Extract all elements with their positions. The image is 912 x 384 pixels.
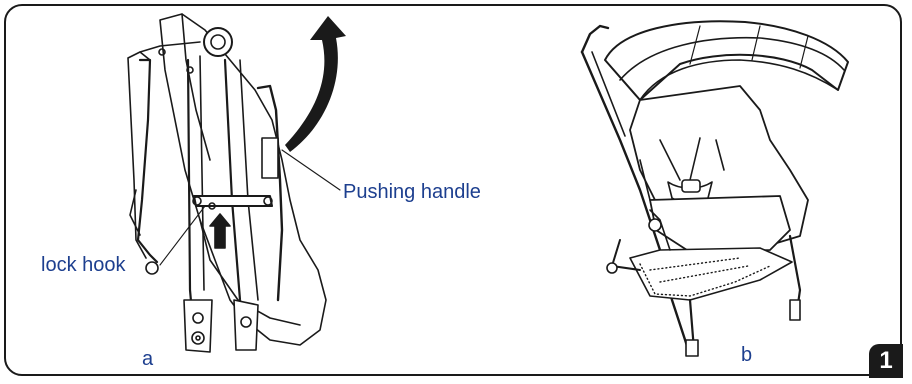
- step-number-badge: 1: [869, 344, 903, 378]
- panel-a-label: a: [142, 348, 153, 371]
- pushing-handle-label: Pushing handle: [343, 181, 481, 204]
- unfolded-stroller-illustration: [582, 21, 848, 356]
- folded-stroller-illustration: [128, 14, 346, 352]
- lock-hook-label: lock hook: [41, 254, 126, 277]
- curved-up-arrow-icon: [285, 16, 346, 152]
- panel-b-label: b: [741, 344, 752, 367]
